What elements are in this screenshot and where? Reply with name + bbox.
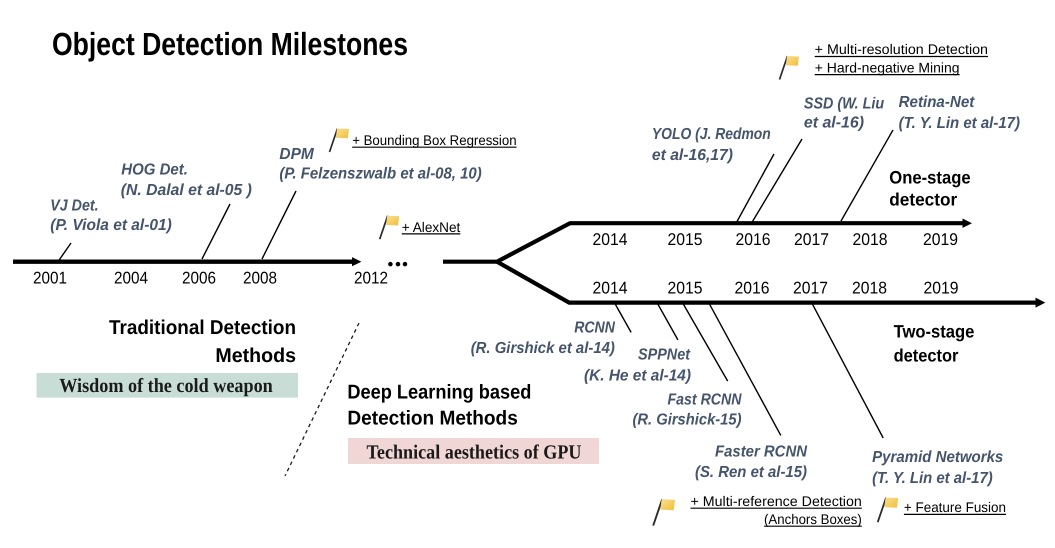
svg-text:DPM: DPM — [279, 146, 314, 163]
svg-text:(T. Y. Lin et al-17): (T. Y. Lin et al-17) — [899, 115, 1020, 132]
svg-text:2019: 2019 — [924, 279, 959, 298]
svg-text:2015: 2015 — [668, 230, 703, 249]
svg-text:+ AlexNet: + AlexNet — [402, 219, 461, 235]
svg-text:(T. Y. Lin et al-17): (T. Y. Lin et al-17) — [872, 470, 993, 487]
svg-text:Traditional Detection: Traditional Detection — [109, 317, 296, 339]
svg-text:(K. He et al-14): (K. He et al-14) — [584, 368, 691, 385]
svg-text:2019: 2019 — [923, 230, 958, 249]
svg-text:(P. Viola et al-01): (P. Viola et al-01) — [50, 217, 172, 234]
svg-text:2017: 2017 — [794, 230, 829, 249]
svg-text:Retina-Net: Retina-Net — [899, 94, 975, 111]
svg-text:(Anchors Boxes): (Anchors Boxes) — [764, 511, 862, 527]
svg-text:Deep Learning based: Deep Learning based — [347, 381, 531, 403]
svg-text:Two-stage: Two-stage — [894, 321, 975, 341]
svg-text:+ Feature Fusion: + Feature Fusion — [904, 499, 1006, 515]
svg-text:detector: detector — [894, 345, 959, 365]
svg-text:2017: 2017 — [793, 279, 828, 298]
svg-text:SSD (W. Liu: SSD (W. Liu — [804, 95, 884, 112]
svg-text:2006: 2006 — [182, 269, 216, 288]
svg-text:et al-16,17): et al-16,17) — [652, 147, 733, 164]
svg-text:One-stage: One-stage — [889, 168, 970, 188]
svg-text:(N. Dalal et al-05 ): (N. Dalal et al-05 ) — [121, 182, 252, 199]
svg-text:2012: 2012 — [354, 269, 388, 288]
svg-text:RCNN: RCNN — [574, 320, 615, 337]
svg-text:detector: detector — [889, 189, 957, 209]
svg-text:2008: 2008 — [243, 269, 277, 288]
svg-text:2001: 2001 — [33, 269, 67, 288]
svg-text:Object Detection Milestones: Object Detection Milestones — [52, 26, 408, 62]
svg-text:Fast RCNN: Fast RCNN — [668, 392, 742, 409]
svg-text:Detection Methods: Detection Methods — [347, 408, 517, 430]
svg-text:2014: 2014 — [593, 279, 628, 298]
svg-text:+ Bounding Box Regression: + Bounding Box Regression — [352, 132, 516, 148]
svg-text:2018: 2018 — [853, 230, 888, 249]
svg-text:HOG Det.: HOG Det. — [121, 162, 188, 179]
svg-text:et al-16): et al-16) — [804, 114, 864, 131]
svg-text:(S. Ren et al-15): (S. Ren et al-15) — [695, 464, 807, 481]
svg-text:(R. Girshick-15): (R. Girshick-15) — [633, 412, 742, 429]
svg-text:Technical aesthetics of GPU: Technical aesthetics of GPU — [367, 441, 582, 463]
svg-text:(R. Girshick et al-14): (R. Girshick et al-14) — [471, 340, 615, 357]
svg-text:+ Multi-resolution Detection: + Multi-resolution Detection — [815, 41, 988, 57]
svg-text:Pyramid Networks: Pyramid Networks — [872, 449, 1003, 466]
svg-text:2016: 2016 — [735, 279, 770, 298]
svg-text:+ Multi-reference Detection: + Multi-reference Detection — [691, 493, 862, 509]
svg-text:Methods: Methods — [215, 345, 296, 367]
svg-text:2015: 2015 — [668, 279, 703, 298]
svg-text:2004: 2004 — [114, 269, 148, 288]
svg-text:VJ Det.: VJ Det. — [50, 197, 98, 214]
svg-text:2018: 2018 — [852, 279, 887, 298]
svg-text:2016: 2016 — [736, 230, 771, 249]
svg-text:+ Hard-negative Mining: + Hard-negative Mining — [815, 60, 960, 76]
svg-text:Faster RCNN: Faster RCNN — [715, 444, 807, 461]
svg-text:SPPNet: SPPNet — [638, 347, 691, 364]
svg-text:(P. Felzenszwalb et al-08, 10): (P. Felzenszwalb et al-08, 10) — [279, 166, 481, 183]
svg-text:2014: 2014 — [593, 230, 628, 249]
svg-text:YOLO (J. Redmon: YOLO (J. Redmon — [652, 126, 771, 143]
svg-text:Wisdom of the cold weapon: Wisdom of the cold weapon — [59, 375, 273, 397]
